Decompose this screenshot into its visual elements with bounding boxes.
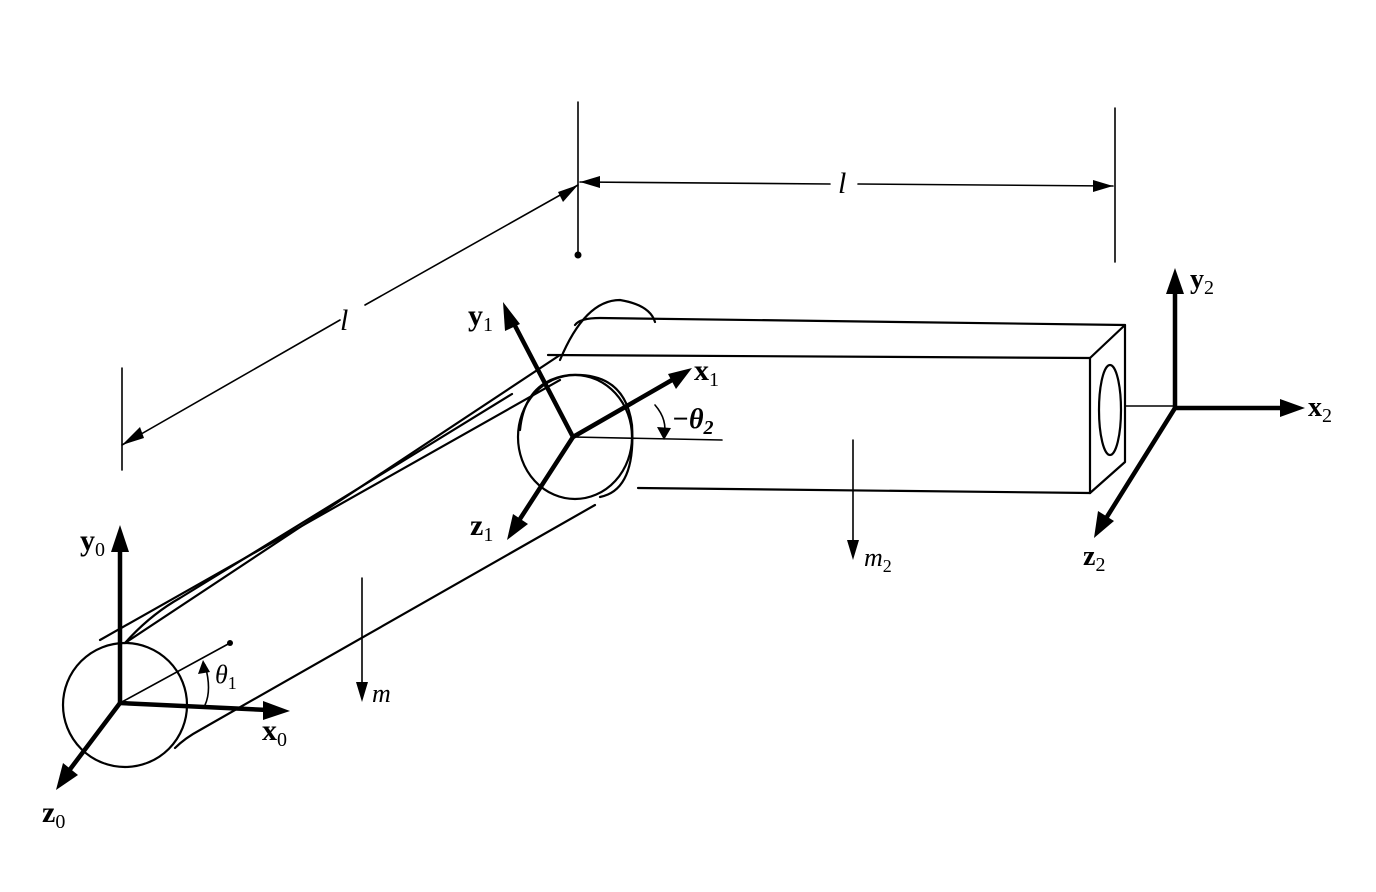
dimension-link-2: l (574, 101, 1116, 263)
frame-1: y1 x1 z1 −θ2 (468, 299, 723, 546)
x2-label: x2 (1308, 392, 1332, 427)
dimension-2-line-b (857, 183, 1114, 187)
frame-0-y-arrow (111, 525, 129, 552)
y1-label: y1 (468, 299, 493, 336)
theta-2-label: −θ2 (672, 404, 714, 439)
frame-1-y-axis (509, 317, 576, 440)
mass-2-weight: m2 (847, 439, 892, 576)
link-1-upper-edge (123, 353, 562, 645)
dimension-2-line-a (579, 181, 831, 185)
x0-label: x0 (262, 714, 287, 751)
frame-1-z-axis (515, 434, 576, 525)
z1-label: z1 (470, 509, 493, 546)
frame-0-x-arrow (263, 701, 290, 720)
theta-2-arrow (657, 427, 671, 440)
link-2-end-face (1088, 323, 1127, 495)
mass-2-arrowhead (847, 540, 859, 560)
link-2 (546, 316, 1127, 495)
dimension-2-dot (574, 251, 582, 259)
link-1-bottom-edge (173, 503, 597, 750)
mass-1-arrowhead (356, 682, 368, 702)
frame-2-y-arrow (1166, 268, 1184, 294)
frame-0: y0 x0 z0 θ1 (42, 524, 290, 833)
mass-1-label: m (372, 679, 391, 708)
link-1-mid-edge (98, 378, 562, 642)
length-link-2-label: l (838, 167, 846, 200)
dimension-1-arrow-right (558, 185, 578, 202)
link-2-top-back-edge (573, 316, 1127, 327)
z2-label: z2 (1083, 541, 1105, 576)
link-1 (61, 353, 597, 769)
dimension-2-arrow-left (580, 176, 600, 188)
mass-1-weight: m (356, 577, 391, 708)
frame-1-z-arrow (507, 514, 528, 540)
z0-label: z0 (42, 796, 65, 833)
x1-label: x1 (694, 354, 719, 391)
y0-label: y0 (80, 524, 105, 561)
theta-1-label: θ1 (215, 660, 237, 693)
mass-2-label: m2 (864, 543, 892, 576)
theta-1-arrow (198, 660, 210, 674)
elbow-joint-back (518, 373, 634, 499)
dimension-1-line-b (364, 184, 579, 306)
link-2-end-hole (1097, 363, 1123, 457)
link-2-bottom-edge (636, 486, 1092, 495)
frame-2-x-arrow (1280, 399, 1305, 417)
link-1-top-edge (123, 392, 514, 645)
y2-label: y2 (1190, 264, 1214, 299)
frame-0-theta-dot (227, 640, 233, 646)
frame-1-x-axis (570, 377, 675, 440)
link-2-top-front-edge (546, 353, 1092, 360)
frame-1-x-arrow (668, 368, 692, 389)
frame-2-z-axis (1102, 405, 1178, 523)
frame-0-theta-reference (119, 642, 231, 704)
frame-0-z-axis (65, 700, 123, 775)
frame-1-y-arrow (503, 302, 520, 331)
frame-1-theta-reference (572, 436, 723, 441)
dimension-1-arrow-left (122, 427, 144, 445)
frame-2: y2 x2 z2 (1083, 264, 1332, 576)
dimension-1-line-a (121, 319, 341, 446)
dimension-2-arrow-right (1093, 180, 1113, 192)
dimension-link-1: l (121, 184, 579, 471)
frame-2-z-arrow (1094, 511, 1114, 538)
frame-0-z-arrow (56, 763, 78, 790)
elbow-joint (516, 298, 657, 501)
length-link-1-label: l (340, 304, 348, 337)
frame-0-x-axis (117, 700, 271, 713)
elbow-joint-cap (558, 298, 657, 362)
